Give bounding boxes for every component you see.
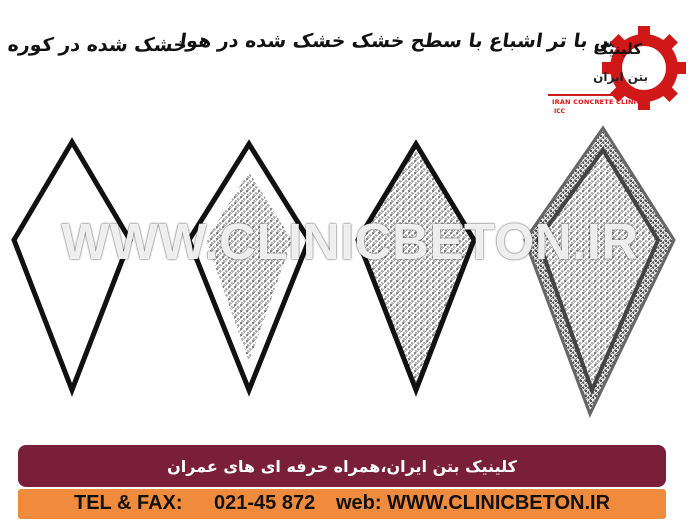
particle-wet	[535, 146, 661, 396]
website: web: WWW.CLINICBETON.IR	[336, 492, 611, 514]
logo-subtitle: بتن ایران	[593, 70, 648, 84]
slogan-text: کلینیک بتن ایران،همراه حرفه ای های عمران	[167, 456, 517, 476]
particle-oven-dry	[11, 137, 133, 397]
tel-fax-number: 021-45 872	[214, 492, 316, 514]
moisture-states-diagram	[11, 125, 676, 418]
label-saturated-surface-dry: اشباع با سطح خشک	[350, 30, 545, 52]
slogan-banner: کلینیک بتن ایران،همراه حرفه ای های عمران	[18, 445, 666, 487]
contact-bar: TEL & FAX: 021-45 872 web: WWW.CLINICBET…	[18, 489, 666, 519]
logo-abbreviation: ICC	[554, 108, 566, 115]
gear-icon	[548, 26, 686, 110]
logo-title: کلینیک	[593, 40, 642, 58]
label-air-dry: خشک شده در هوا	[178, 30, 348, 52]
logo-english-name: IRAN CONCRETE CLINIC	[552, 98, 642, 106]
label-oven-dry: خشک شده در کوره	[6, 34, 189, 56]
particle-saturated-surface-dry	[355, 139, 477, 397]
watermark: WWW.CLINICBETON.IR	[61, 213, 639, 270]
tel-fax-label: TEL & FAX:	[74, 492, 183, 514]
logo: کلینیک بتن ایران IRAN CONCRETE CLINIC IC…	[548, 18, 688, 130]
particle-air-dry-moisture	[206, 172, 292, 362]
